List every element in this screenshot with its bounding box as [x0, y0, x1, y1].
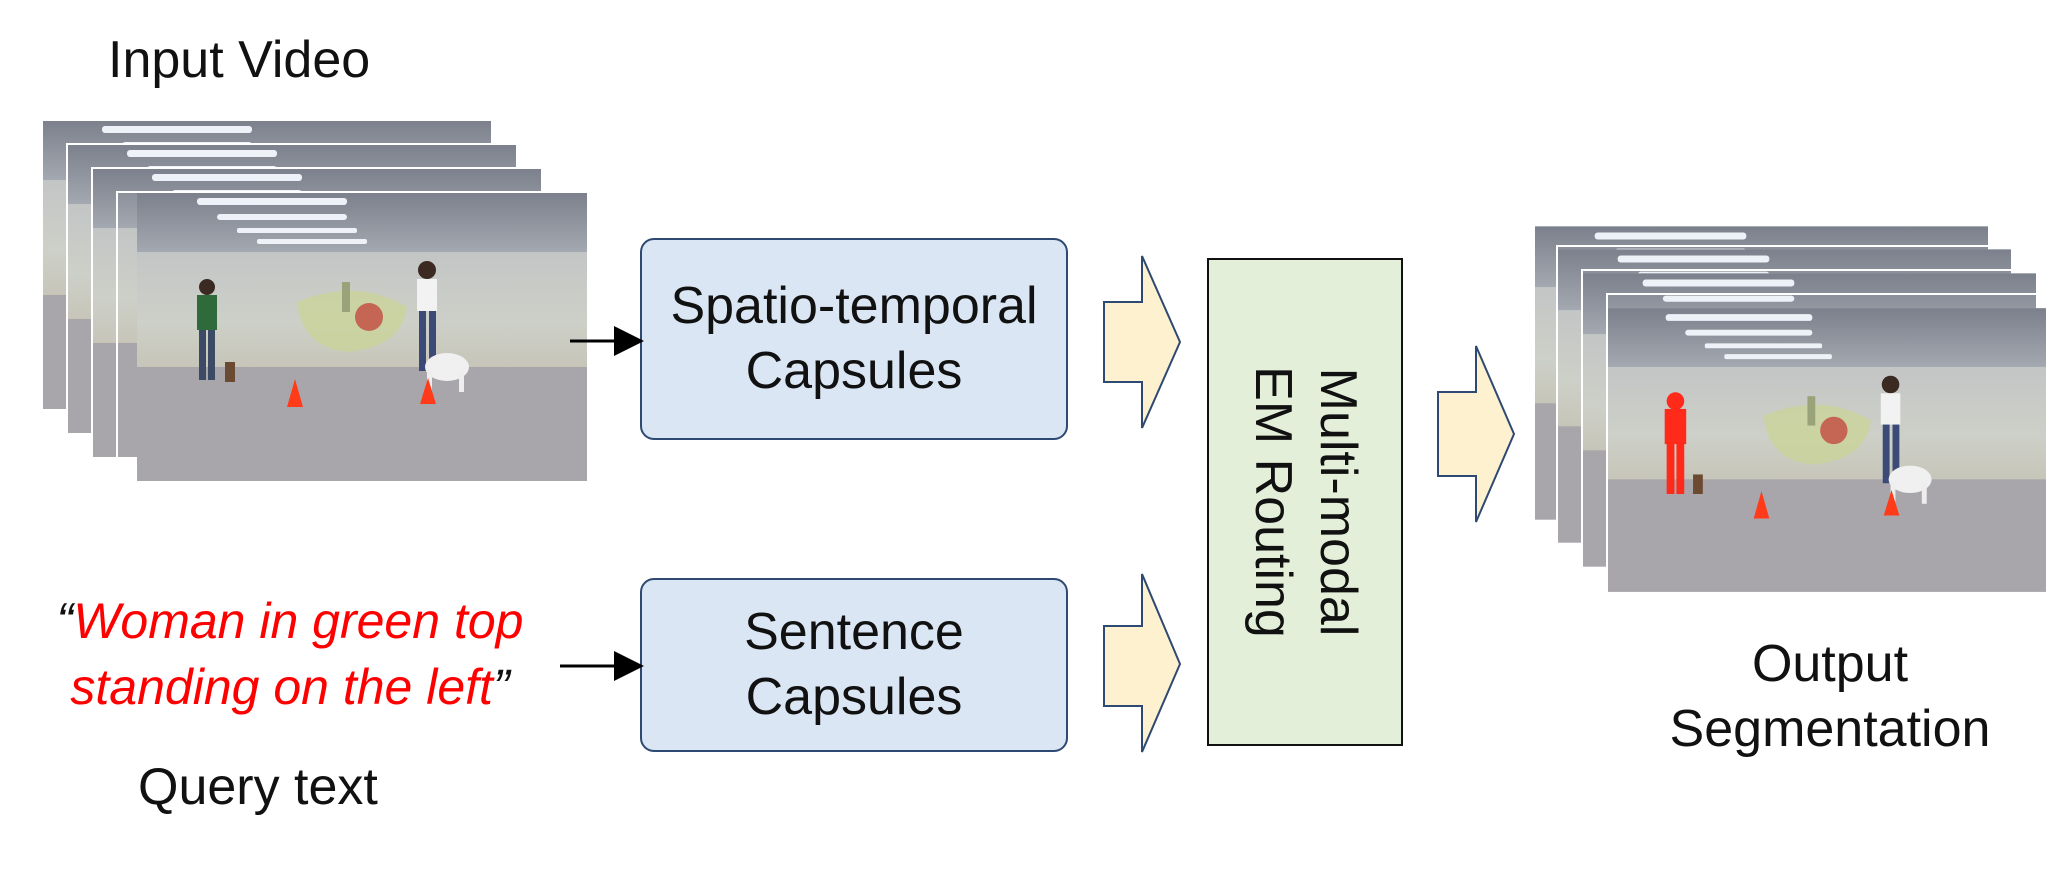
query-line-2: standing on the left — [70, 659, 493, 715]
output-label-line-2: Segmentation — [1669, 700, 1991, 758]
output-segmentation-label: Output Segmentation — [1630, 632, 2030, 762]
input-frame-front — [116, 191, 608, 483]
spatio-temporal-label-line-2: Capsules — [745, 342, 963, 400]
spatio-temporal-capsules-box: Spatio-temporal Capsules — [640, 238, 1068, 440]
sentence-capsules-box: Sentence Capsules — [640, 578, 1068, 752]
query-line-1: Woman in green top — [73, 593, 524, 649]
input-video-label: Input Video — [108, 31, 371, 89]
multimodal-em-routing-box: Multi-modal EM Routing — [1207, 258, 1403, 746]
query-text-label: Query text — [138, 758, 378, 816]
input-video-frames — [41, 119, 608, 483]
output-label-line-1: Output — [1751, 635, 1909, 693]
sentence-label-line-2: Capsules — [745, 668, 963, 726]
spatio-to-routing-block-arrow — [1103, 255, 1182, 429]
query-close-quote: ” — [492, 659, 510, 715]
output-frame-front-segmented — [1606, 293, 2048, 607]
spatio-temporal-label-line-1: Spatio-temporal — [670, 277, 1038, 335]
output-segmentation-frames — [1533, 222, 2048, 607]
sentence-label-line-1: Sentence — [744, 603, 964, 661]
query-open-quote: “ — [56, 593, 74, 649]
query-sentence: “Woman in green top standing on the left… — [20, 588, 560, 720]
sentence-to-routing-block-arrow — [1103, 573, 1182, 753]
routing-to-output-block-arrow — [1437, 345, 1516, 523]
